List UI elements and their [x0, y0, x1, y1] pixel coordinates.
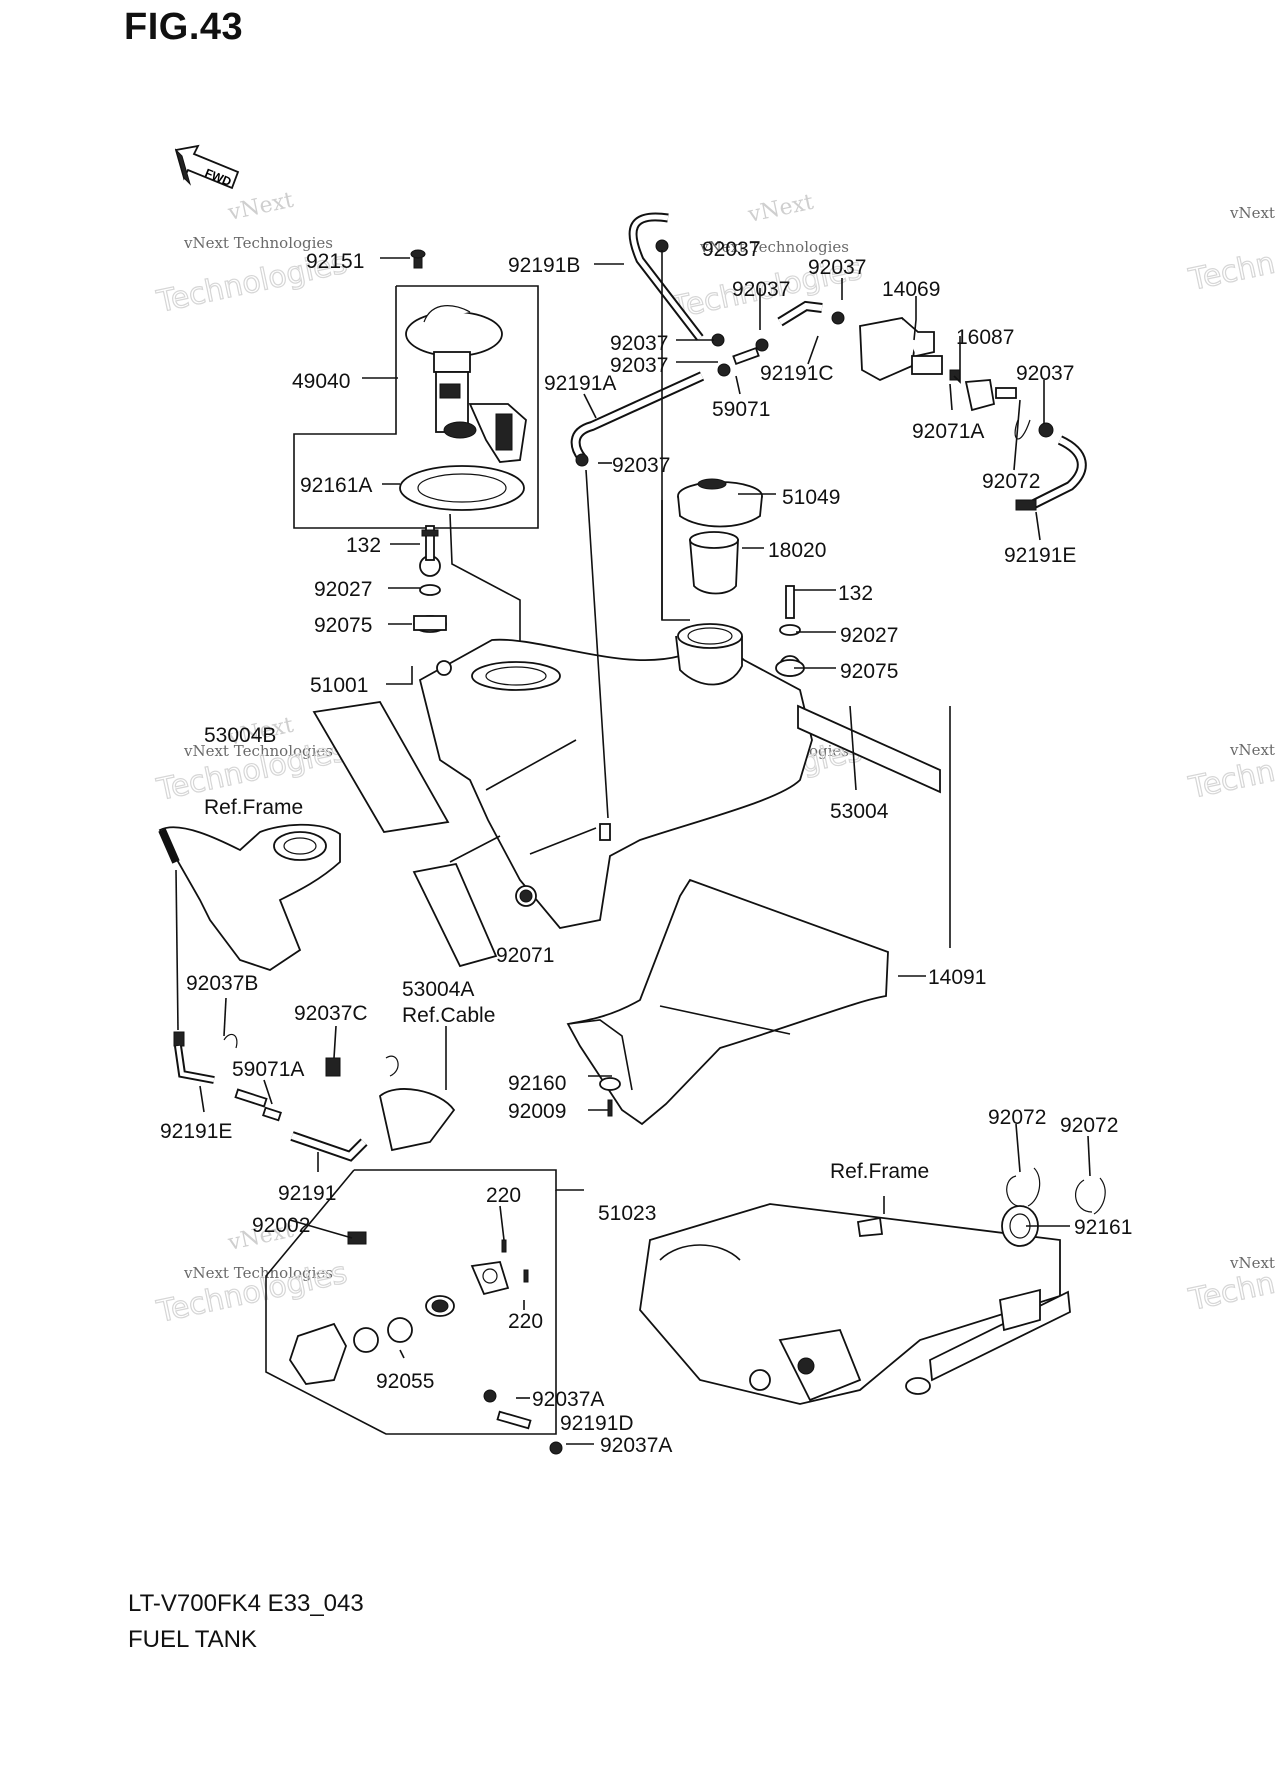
part-label: Ref.Frame — [830, 1160, 929, 1183]
part-labels: 92151 49040 92161A 132 92027 92075 51001… — [160, 238, 1132, 1457]
part-label: 51001 — [310, 674, 368, 697]
part-label: 92075 — [314, 614, 372, 637]
part-label: 92160 — [508, 1072, 566, 1095]
part-label: 49040 — [292, 370, 350, 393]
part-label: 92037A — [532, 1388, 604, 1411]
part-label: 92055 — [376, 1370, 434, 1393]
part-label: 92161A — [300, 474, 372, 497]
part-label: 220 — [486, 1184, 521, 1207]
part-label: 132 — [838, 582, 873, 605]
watermark-text: Techn — [1185, 754, 1278, 806]
part-label: 92072 — [1060, 1114, 1118, 1137]
part-label: Ref.Cable — [402, 1004, 495, 1027]
mount-hardware — [413, 525, 805, 907]
part-label: 92071 — [496, 944, 554, 967]
breather-hoses — [570, 212, 845, 467]
part-label: 92027 — [840, 624, 898, 647]
fuel-pump-assembly — [293, 249, 539, 672]
part-label: Ref.Frame — [204, 796, 303, 819]
fwd-arrow-icon: FWD — [174, 144, 240, 190]
part-label: 92075 — [840, 660, 898, 683]
part-label: 92071A — [912, 420, 984, 443]
part-label: 92009 — [508, 1100, 566, 1123]
leader-lines — [175, 250, 1091, 1445]
part-label: 92072 — [988, 1106, 1046, 1129]
part-label: 92037 — [610, 332, 668, 355]
part-label: 92002 — [252, 1214, 310, 1237]
frame-reference-left — [158, 823, 341, 971]
watermark-text: vNext Technologies — [183, 742, 333, 760]
part-label: 18020 — [768, 539, 826, 562]
part-label: 16087 — [956, 326, 1014, 349]
part-label: 92037 — [610, 354, 668, 377]
part-label: 92037 — [702, 238, 760, 261]
figure-title: FIG.43 — [124, 6, 244, 48]
watermark-text: vNext Technologies — [699, 238, 849, 256]
model-code: LT-V700FK4 E33_043 — [128, 1590, 364, 1617]
fuel-line-lower-left — [173, 1031, 456, 1162]
part-label: 92037 — [612, 454, 670, 477]
watermark-text: vNext — [1229, 204, 1275, 222]
frame-reference-right — [639, 1167, 1106, 1405]
part-label: 92072 — [982, 470, 1040, 493]
part-label: 53004B — [204, 724, 276, 747]
part-label: 92037 — [808, 256, 866, 279]
watermark-text: vNext Technologies — [183, 1264, 333, 1282]
fuel-valve-assembly — [265, 1169, 584, 1455]
part-label: 92191E — [1004, 544, 1076, 567]
part-label: 59071A — [232, 1058, 304, 1081]
part-label: 92161 — [1074, 1216, 1132, 1239]
part-label: 92037 — [732, 278, 790, 301]
part-label: 59071 — [712, 398, 770, 421]
part-label: 132 — [346, 534, 381, 557]
watermark-text: vNext — [1229, 741, 1275, 759]
part-label: 92037A — [600, 1434, 672, 1457]
part-label: 92037B — [186, 972, 258, 995]
fuel-tank-tray — [566, 878, 889, 1126]
part-label: 92151 — [306, 250, 364, 273]
part-label: 14091 — [928, 966, 986, 989]
watermark-text: vNext Technologies — [183, 234, 333, 252]
watermark-text: vNext — [745, 190, 816, 228]
part-label: 92191A — [544, 372, 616, 395]
canister-assembly — [859, 317, 1087, 511]
part-label: 92191B — [508, 254, 580, 277]
part-label: 92027 — [314, 578, 372, 601]
watermark-text: vNext — [1229, 1254, 1275, 1272]
watermark-text: Techn — [1185, 1266, 1278, 1318]
heat-shields — [312, 701, 941, 968]
part-label: 53004A — [402, 978, 474, 1001]
part-label: 92191D — [560, 1412, 634, 1435]
part-label: 51023 — [598, 1202, 656, 1225]
part-label: 51049 — [782, 486, 840, 509]
watermark-text: Techn — [1185, 246, 1278, 298]
part-label: 92191E — [160, 1120, 232, 1143]
part-label: 92191C — [760, 362, 834, 385]
part-label: 53004 — [830, 800, 889, 823]
watermark-text: vNext — [225, 188, 296, 226]
part-label: 92191 — [278, 1182, 336, 1205]
part-label: 92037 — [1016, 362, 1074, 385]
fuel-tank-body — [418, 555, 813, 929]
fuel-cap-assembly — [677, 478, 763, 595]
part-label: 92037C — [294, 1002, 368, 1025]
part-label: 14069 — [882, 278, 940, 301]
figure-name: FUEL TANK — [128, 1626, 257, 1653]
part-label: 220 — [508, 1310, 543, 1333]
